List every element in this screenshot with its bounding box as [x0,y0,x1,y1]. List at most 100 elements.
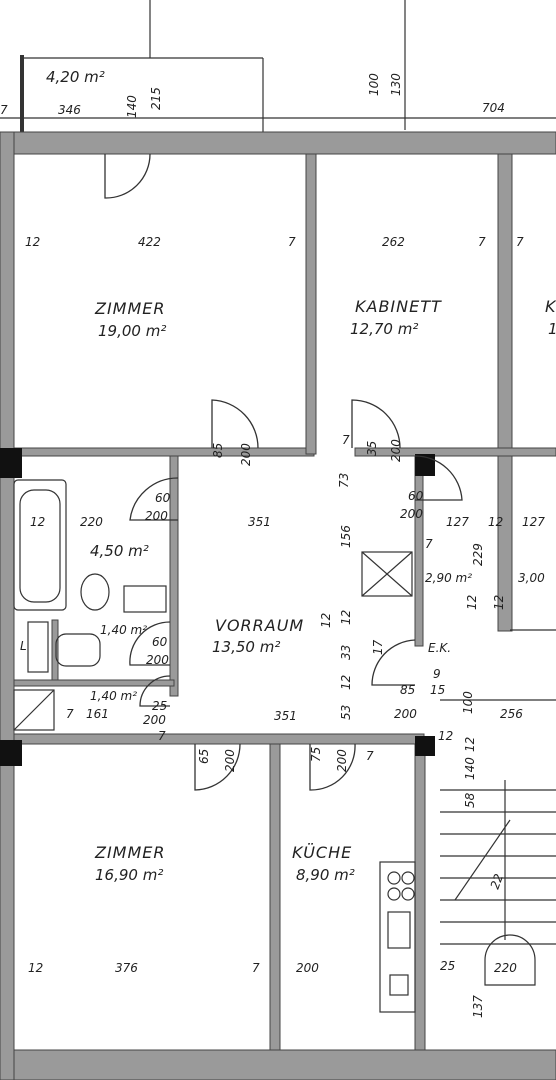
dim-label: 130 [389,73,403,96]
dim-label: 137 [471,995,485,1018]
dim-label: 60 [155,491,171,505]
dim-label: 7 [516,235,524,249]
room-name-kabinett: KABINETT [355,297,442,316]
dim-label: 156 [339,525,353,548]
dim-label: 256 [500,707,523,721]
dim-label: 220 [494,961,517,975]
dim-label: 7 [0,103,8,117]
room-area-small-1: 2,90 m² [425,571,472,585]
column-2 [415,454,435,476]
dim-label: 7 [478,235,486,249]
dim-label: 200 [146,653,169,667]
dim-label: 33 [339,645,353,660]
room-name-vorraum: VORRAUM [215,616,304,635]
dim-label: 704 [482,101,505,115]
dim-label: 351 [248,515,271,529]
dim-label: 127 [522,515,545,529]
dim-label: 200 [239,443,253,466]
stove-burner-icon [401,871,415,885]
dim-label: 100 [461,691,475,714]
dim-label: 12 [25,235,40,249]
stove-burner-icon [387,887,401,901]
dim-label: 22 [488,872,506,891]
room-area-small-2: 3,00 [518,571,545,585]
room-area-zimmer-1: 19,00 m² [98,322,166,340]
toilet-icon [80,573,110,611]
dim-label: 351 [274,709,297,723]
dim-label: 12 [339,610,353,625]
dim-label: 25 [152,699,167,713]
dim-label: 60 [408,489,424,503]
dim-label: 215 [149,87,163,110]
dim-label: 12 [465,595,479,610]
room-name-right: K [545,297,556,316]
dim-label: 12 [28,961,43,975]
kitchen-fixtures [379,861,416,1013]
dim-label: 140 [463,757,477,780]
kitchen-sink-icon [387,911,411,949]
staircase [440,629,556,986]
stove-burner-icon [387,871,401,885]
dim-label: 229 [471,543,485,566]
dim-label: 7 [425,537,433,551]
column-4 [415,736,435,756]
dim-label: 12 [319,613,333,628]
room-area-bad: 4,50 m² [90,542,149,560]
dim-label: 127 [446,515,469,529]
dim-label: 53 [339,705,353,720]
room-area-right: 1 [548,320,556,338]
dim-label: 12 [488,515,503,529]
dim-label: 200 [335,749,349,772]
dim-label: E.K. [428,641,451,655]
dim-label: 60 [152,635,168,649]
dim-label: 7 [288,235,296,249]
dim-label: 220 [80,515,103,529]
column-3 [0,740,22,766]
dim-label: 75 [309,747,323,762]
dim-label: 35 [365,441,379,456]
wc-toilet-icon [55,633,101,667]
dim-label: 376 [115,961,138,975]
room-area-balkon: 4,20 m² [46,68,105,86]
room-area-wc: 1,40 m² [100,623,147,637]
dim-label: 200 [296,961,319,975]
room-area-abstell: 1,40 m² [90,689,137,703]
dim-label: 12 [339,675,353,690]
room-area-zimmer-2: 16,90 m² [95,866,163,884]
column-1 [0,448,22,478]
dim-label: 100 [367,73,381,96]
dim-label: 200 [389,439,403,462]
dim-label: 7 [252,961,260,975]
room-area-kabinett: 12,70 m² [350,320,418,338]
dim-label: 9 [433,667,441,681]
dim-label: 25 [440,959,455,973]
dim-label: 73 [337,473,351,488]
stove-burner-icon [401,887,415,901]
dim-label: 12 [30,515,45,529]
dim-label: 161 [86,707,109,721]
room-name-zimmer-2: ZIMMER [94,843,166,862]
dim-label: 200 [143,713,166,727]
dim-label: 200 [400,507,423,521]
dim-label: 7 [342,433,350,447]
dim-label: 15 [430,683,445,697]
sink-icon [123,585,167,613]
dim-label: 262 [382,235,405,249]
dim-label: 12 [492,595,506,610]
dim-label: 58 [463,792,477,808]
dim-label: 140 [125,95,139,118]
room-area-vorraum: 13,50 m² [212,638,280,656]
dim-label: 7 [366,749,374,763]
dim-label: 12 [463,737,477,752]
dim-label: L [20,639,27,653]
balcony-outline [0,0,556,135]
shaft-icon [361,551,413,597]
dim-label: 12 [438,729,453,743]
dim-label: 65 [197,749,211,764]
interior-walls [0,153,556,1051]
dim-label: 7 [158,729,166,743]
bathroom-fixtures [13,479,413,731]
dim-label: 85 [211,443,225,458]
dim-label: 346 [58,103,81,117]
